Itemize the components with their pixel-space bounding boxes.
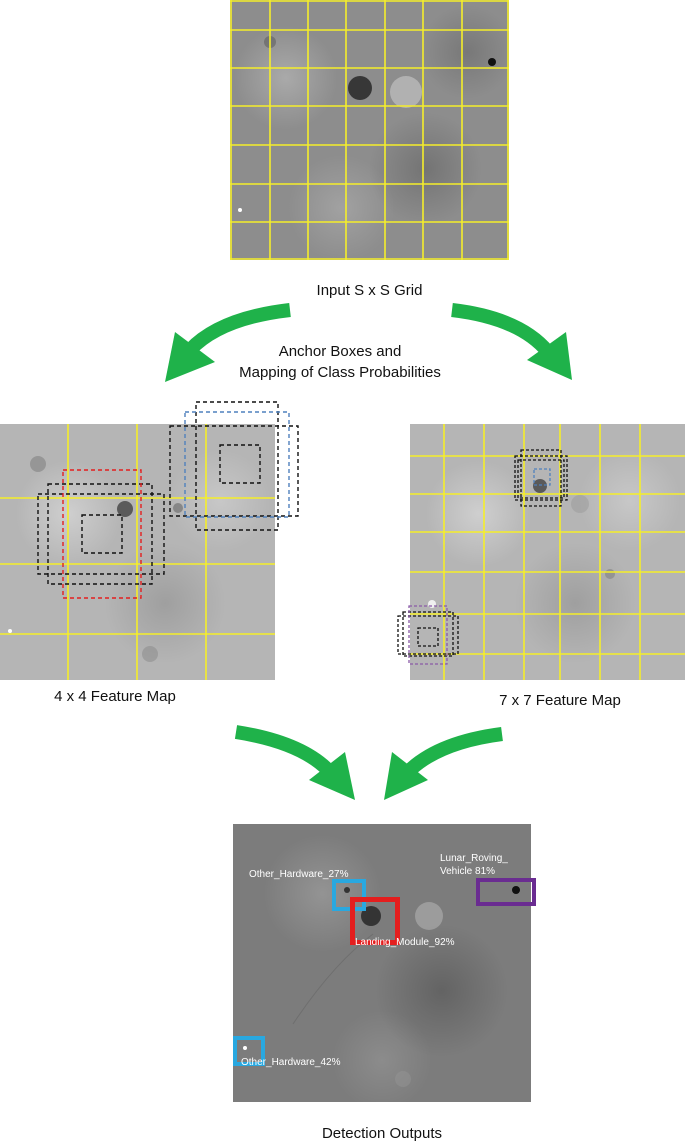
anchor-box <box>417 627 439 647</box>
input-grid-caption: Input S x S Grid <box>316 282 423 299</box>
input-grid-image <box>230 0 509 260</box>
feature-map-4-image <box>0 424 275 680</box>
arrowhead-left-icon <box>165 332 215 382</box>
arrows-bottom <box>234 725 503 800</box>
detection-label-other-hardware-27: Other_Hardware_27% <box>249 869 349 880</box>
anchor-box <box>47 483 153 585</box>
feature-map-4-grid <box>0 424 275 680</box>
anchor-caption-line1: Anchor Boxes and <box>278 343 402 360</box>
anchor-box <box>520 449 562 507</box>
arrowhead-right-icon <box>527 332 572 380</box>
anchor-box-blue <box>184 411 290 518</box>
anchor-box <box>195 401 279 531</box>
anchor-box <box>517 459 565 499</box>
anchor-box <box>169 425 299 517</box>
anchor-box <box>81 514 123 554</box>
feature-map-7-image <box>410 424 685 680</box>
arrowhead-down-left-icon <box>309 752 355 800</box>
anchor-box-red <box>62 469 142 599</box>
input-grid-lines <box>230 0 509 260</box>
anchor-box-purple <box>408 605 448 665</box>
detection-output-image <box>233 824 531 1102</box>
detection-label-lunar-roving-line2: Vehicle 81% <box>440 866 496 877</box>
anchor-boxes-4 <box>37 401 299 599</box>
arrows-top <box>165 303 572 382</box>
anchor-box-blue <box>533 468 551 486</box>
anchor-box <box>397 615 459 655</box>
anchor-box <box>37 493 165 575</box>
anchor-caption-line2: Mapping of Class Probabilities <box>239 364 441 381</box>
detection-box-landing-module <box>350 897 400 945</box>
detection-label-lunar-roving-line1: Lunar_Roving_ <box>440 853 508 864</box>
anchor-box <box>402 611 454 657</box>
arrow-down-left-icon <box>234 725 333 776</box>
detection-box-lunar-roving-vehicle <box>476 878 536 906</box>
arrow-right-icon <box>451 303 554 357</box>
arrow-down-right-icon <box>405 727 503 776</box>
arrowhead-down-right-icon <box>384 752 428 800</box>
feature-map-7-caption: 7 x 7 Feature Map <box>499 692 621 709</box>
anchor-box <box>514 455 568 501</box>
detection-outputs-caption: Detection Outputs <box>321 1125 443 1142</box>
anchor-boxes-7 <box>397 449 568 665</box>
arrow-left-icon <box>184 303 291 355</box>
feature-map-4-caption: 4 x 4 Feature Map <box>54 688 176 705</box>
detection-label-landing-module: Landing_Module_92% <box>355 937 455 948</box>
detection-box-other-hardware-27 <box>332 879 366 911</box>
detection-box-other-hardware-42 <box>233 1036 265 1066</box>
anchor-box <box>219 444 261 484</box>
detection-label-other-hardware-42: Other_Hardware_42% <box>241 1057 341 1068</box>
